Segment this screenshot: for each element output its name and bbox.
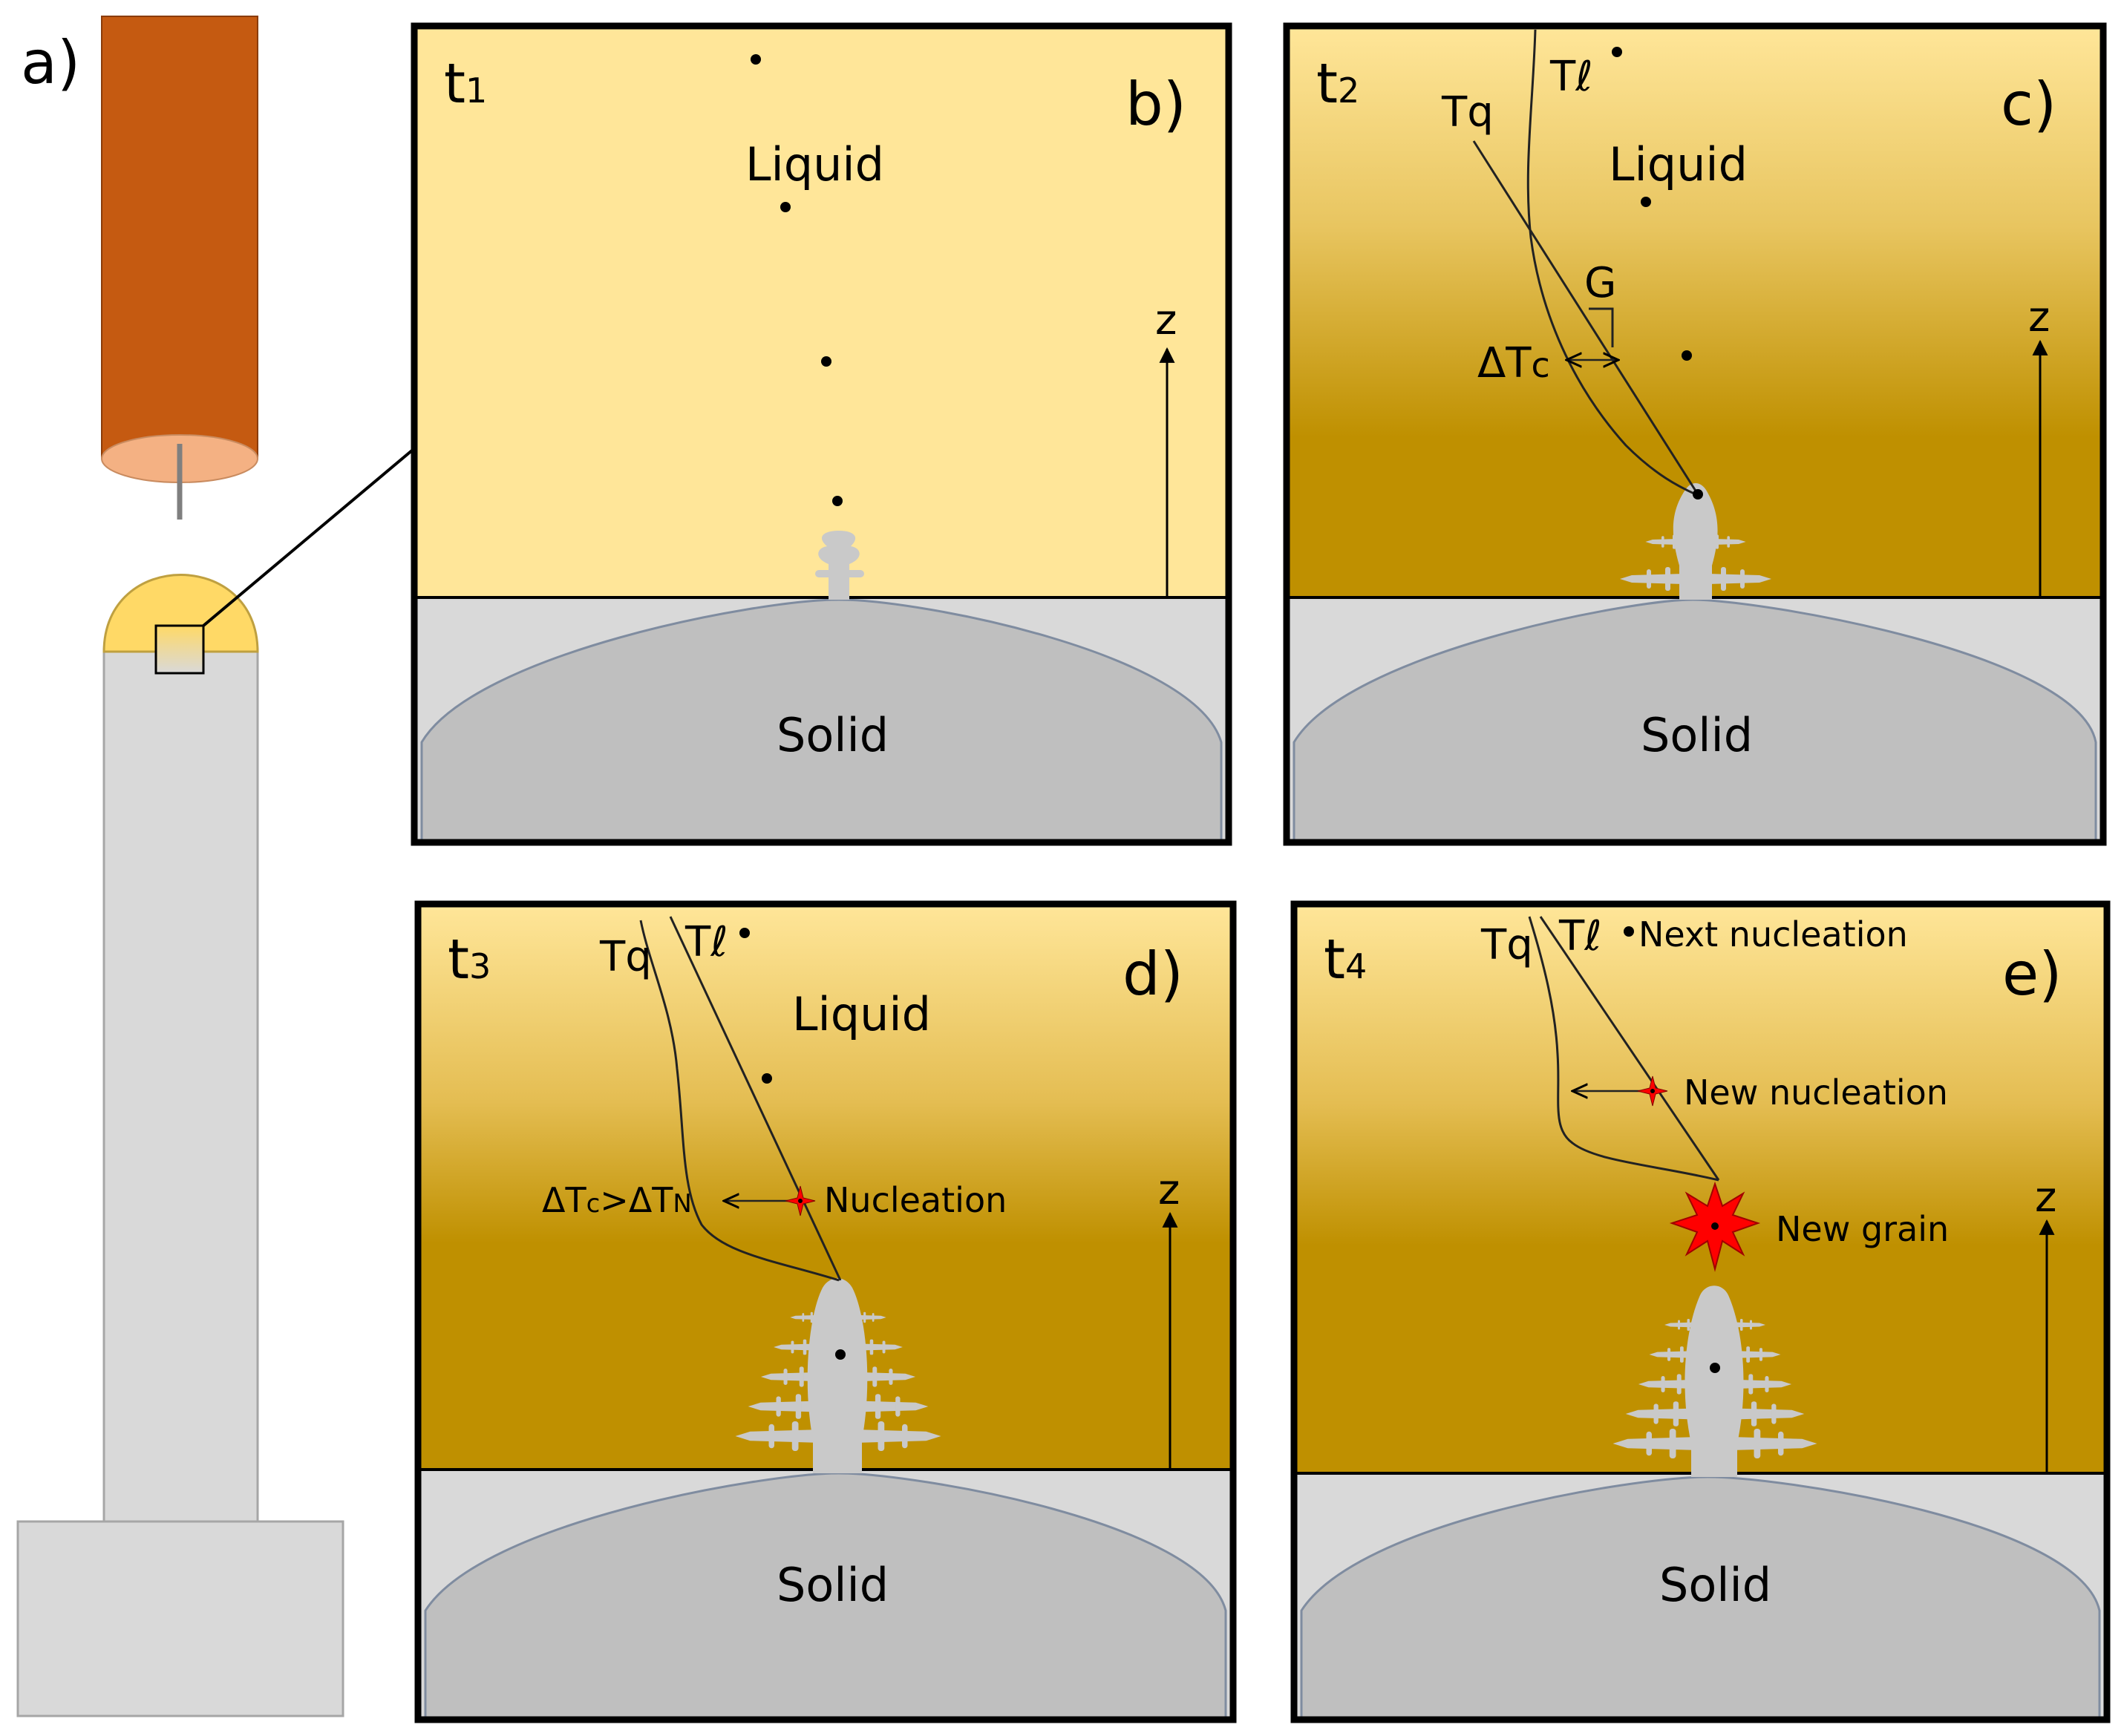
initial-grain <box>818 531 860 600</box>
solid-label: Solid <box>1641 708 1753 762</box>
z-axis-label: z <box>1158 1166 1180 1214</box>
nucleation-site <box>832 496 843 506</box>
dendrite-grain <box>1612 1285 1817 1477</box>
panel-a-letter: a) <box>21 28 80 97</box>
liquid-label: Liquid <box>1609 137 1748 191</box>
nucleation-site <box>739 928 750 938</box>
gradient-label: G <box>1584 259 1616 307</box>
tq-label: Tq <box>1441 88 1494 137</box>
tl-label: Tℓ <box>684 918 728 966</box>
base-plate <box>16 1520 344 1717</box>
nucleation-site <box>835 1349 846 1360</box>
tl-label: Tℓ <box>1549 53 1592 101</box>
new-grain-label: New grain <box>1776 1209 1949 1249</box>
z-axis-label: z <box>2028 293 2050 341</box>
liquidus-curve <box>1526 29 1696 496</box>
nucleation-site <box>751 54 761 65</box>
nucleation-site <box>1693 489 1703 499</box>
undercooling-label: ΔTc <box>1477 339 1550 387</box>
dendrite-grain <box>1620 483 1771 600</box>
panel-e-letter: e) <box>2002 940 2062 1009</box>
new-nucleation-label: New nucleation <box>1684 1072 1948 1113</box>
solid-label: Solid <box>777 708 889 762</box>
z-axis-label: z <box>1155 296 1177 344</box>
liquid-label: Liquid <box>792 987 931 1041</box>
nucleation-site <box>1624 926 1634 937</box>
panel-d-letter: d) <box>1123 940 1183 1009</box>
panel-b: z t1 b) Liquid Solid <box>411 22 1232 846</box>
nucleation-condition-label: ΔTc>ΔTN <box>542 1180 692 1220</box>
nucleation-site <box>821 356 831 367</box>
dendrite-grain <box>735 1278 941 1473</box>
nucleation-site <box>780 202 791 212</box>
gradient-triangle <box>1589 307 1614 347</box>
temperature-line <box>669 916 842 1281</box>
zoom-box <box>154 624 205 675</box>
tl-label: Tℓ <box>1558 912 1601 960</box>
panel-b-letter: b) <box>1125 70 1186 139</box>
temperature-line <box>1472 140 1699 495</box>
melt-pool <box>102 574 259 653</box>
solid-label: Solid <box>777 1558 889 1612</box>
temperature-line <box>1539 916 1720 1181</box>
nucleation-label: Nucleation <box>824 1180 1007 1220</box>
nucleation-site <box>1710 1363 1720 1373</box>
deposited-wall <box>102 648 259 1527</box>
solid-label: Solid <box>1659 1558 1771 1612</box>
zoom-line <box>202 448 414 627</box>
time-label: t2 <box>1316 52 1359 116</box>
nucleation-site <box>1641 197 1651 207</box>
time-label: t1 <box>444 52 487 116</box>
panel-c-letter: c) <box>2001 70 2056 139</box>
panel-c: z t2 c) Liquid Solid Tq Tℓ G ΔTc <box>1283 22 2107 846</box>
liquid-label: Liquid <box>745 137 884 191</box>
nucleation-site <box>762 1073 772 1084</box>
nucleation-site <box>1612 47 1622 57</box>
z-axis-label: z <box>2035 1173 2056 1222</box>
nucleation-site <box>1682 350 1692 361</box>
time-label: t4 <box>1324 928 1367 992</box>
time-label: t3 <box>448 928 491 992</box>
torch-body <box>101 16 258 459</box>
panel-d: z t3 d) Liquid Solid Tq Tℓ ΔTc>ΔTN Nucle… <box>414 900 1237 1723</box>
liquidus-curve <box>1528 916 1719 1182</box>
tq-label: Tq <box>599 933 652 981</box>
panel-e: z t4 e) Solid Tq Tℓ Next nucleation New … <box>1290 900 2111 1723</box>
tq-label: Tq <box>1480 921 1533 969</box>
liquidus-curve <box>639 920 840 1282</box>
next-nucleation-label: Next nucleation <box>1638 914 1908 954</box>
panel-a: a) <box>16 16 414 1717</box>
